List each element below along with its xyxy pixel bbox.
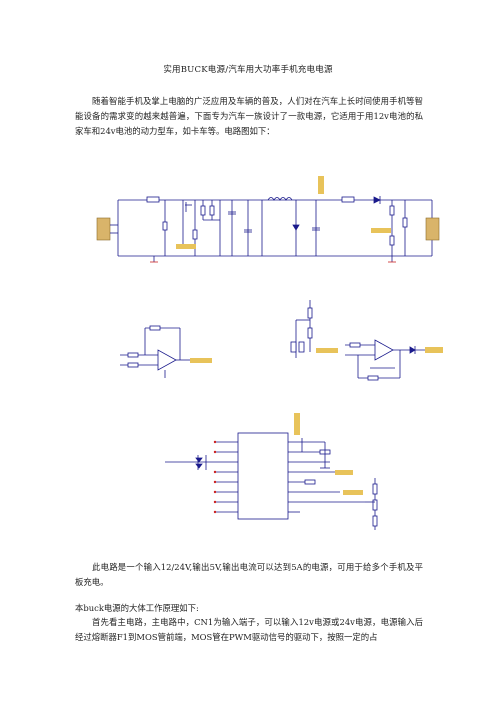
output-connector [425,217,440,241]
net-label [425,347,443,353]
opamp-circuit-left [120,325,190,378]
page-title: 实用BUCK电源/汽车用大功率手机充电电源 [163,65,333,75]
net-label [318,176,324,194]
main-circuit [117,196,433,263]
net-label [316,348,338,353]
net-label [190,358,212,363]
net-label [294,413,300,435]
input-connector [96,217,111,241]
intro-paragraph: 随着智能手机及掌上电脑的广泛应用及车辆的普及，人们对在汽车上长时间使用手机等智能… [75,96,423,136]
opamp-circuit-right [290,300,425,381]
net-label [343,490,363,495]
net-label [371,228,391,233]
net-label [176,244,196,249]
pwm-controller-circuit [165,432,378,530]
principle-heading: 本buck电源的大体工作原理如下: [75,603,199,613]
net-label [335,470,353,475]
circuit-description: 此电路是一个输入12/24V,输出5V,输出电流可以达到5A的电源，可用于给多个… [75,562,423,587]
principle-paragraph: 首先看主电路，主电路中，CN1为输入端子，可以输入12v电源或24v电源，电源输… [75,617,423,642]
